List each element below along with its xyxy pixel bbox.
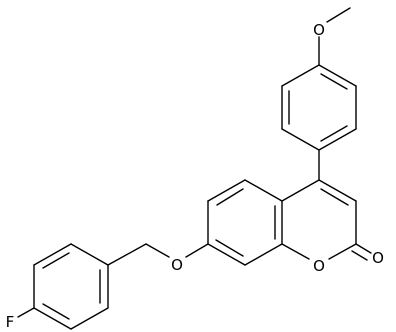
fluorophenyl-ring	[17, 243, 109, 330]
bond-ether-oxygen-to-ch2	[145, 243, 170, 258]
bond-ring-to-ether-oxygen	[185, 243, 209, 258]
bond-ring-to-fluorine	[17, 307, 35, 318]
ring-bond	[318, 128, 357, 151]
atom-label-ether-oxygen: O	[171, 256, 183, 274]
ring-bond-c4-c3	[318, 179, 357, 202]
ring-bond	[281, 64, 320, 87]
methoxyphenyl-ring	[281, 64, 357, 151]
ring-inner-double-bond	[215, 239, 244, 257]
ring-inner-double-bond	[320, 125, 348, 142]
ring-inner-double-bond	[216, 188, 244, 206]
ring-inner-double-bond	[42, 252, 70, 269]
ring-bond	[244, 243, 283, 266]
ring-bond	[70, 243, 109, 266]
ring-bond	[281, 128, 320, 151]
ring-double-bond-c4-c3	[320, 188, 349, 206]
ring-bond	[33, 243, 72, 266]
benzo-ring	[207, 179, 283, 266]
carbonyl-group	[351, 243, 372, 261]
ring-inner-double-bond	[42, 303, 70, 320]
ring-bond	[244, 179, 283, 202]
carbonyl-double-bond	[351, 250, 368, 261]
benzyloxy-link	[107, 243, 209, 266]
ring-bond	[33, 307, 72, 330]
ring-bond-o1-c8a	[281, 243, 310, 260]
ring-bond	[70, 307, 109, 330]
ring-inner-double-bond	[320, 73, 348, 90]
bond-methyl-to-oxygen	[326, 7, 351, 23]
ring-bond-c4a-c4	[281, 179, 320, 202]
ring-bond	[318, 64, 357, 87]
bond-ch2-to-phenyl	[107, 243, 147, 266]
atom-label-ring-oxygen: O	[313, 257, 325, 275]
carbonyl-bond	[355, 243, 372, 254]
ring-bond	[207, 243, 246, 266]
methoxy-group	[318, 7, 351, 66]
atom-label-fluorine: F	[6, 313, 15, 331]
atom-label-carbonyl-oxygen: O	[372, 249, 384, 267]
ring-bond	[207, 179, 246, 202]
ring-bond-c2-o1	[328, 243, 357, 260]
atom-label-methoxy-oxygen: O	[313, 21, 325, 39]
pyranone-ring	[281, 179, 357, 260]
